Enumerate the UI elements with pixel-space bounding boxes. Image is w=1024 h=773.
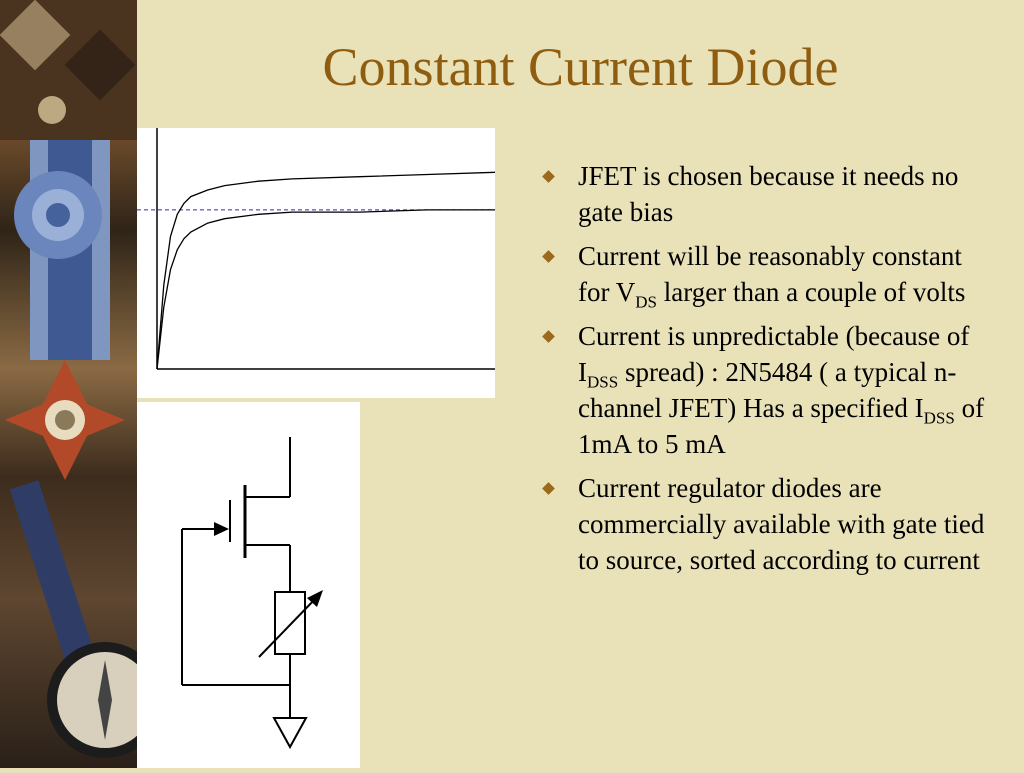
series-line-1 (156, 171, 496, 370)
circuit-schematic (181, 437, 323, 750)
diamond-bullet-icon (542, 250, 555, 263)
bullet-item: Current will be reasonably constant for … (540, 238, 1000, 310)
resistor-adjust-line (258, 596, 318, 658)
subscript: DSS (587, 372, 619, 392)
series-line-2 (156, 209, 495, 370)
chart-svg (137, 128, 496, 370)
bullet-list: JFET is chosen because it needs no gate … (540, 158, 1000, 586)
bullet-text: of 1mA to 5 mA (578, 393, 985, 459)
bullet-text: spread) : 2N5484 ( a typical n-channel J… (578, 357, 957, 423)
bullet-text: Current regulator diodes are commerciall… (578, 473, 985, 575)
diamond-bullet-icon (542, 482, 555, 495)
gate-arrowhead (214, 522, 229, 536)
bullet-item: Current regulator diodes are commerciall… (540, 470, 1000, 578)
medals-compass-illustration (0, 0, 137, 758)
subscript: DS (635, 292, 657, 312)
bullet-item: JFET is chosen because it needs no gate … (540, 158, 1000, 230)
jfet-current-source-circuit (137, 402, 360, 768)
diamond-bullet-icon (542, 170, 555, 183)
slide-title: Constant Current Diode (322, 37, 839, 97)
ground-symbol (272, 717, 308, 750)
bullet-text: larger than a couple of volts (656, 277, 966, 307)
jfet-drain-characteristic-chart (137, 128, 496, 398)
decorative-photo-strip (0, 0, 137, 768)
bullet-item: Current is unpredictable (because of IDS… (540, 318, 1000, 462)
variable-resistor (274, 591, 306, 655)
subscript: DSS (923, 408, 955, 428)
bullet-text: Current will be reasonably constant for … (578, 241, 962, 307)
bullet-text: Current is unpredictable (because of I (578, 321, 970, 387)
diamond-bullet-icon (542, 330, 555, 343)
bullet-text: JFET is chosen because it needs no gate … (578, 161, 959, 227)
resistor-arrowhead (307, 590, 323, 607)
